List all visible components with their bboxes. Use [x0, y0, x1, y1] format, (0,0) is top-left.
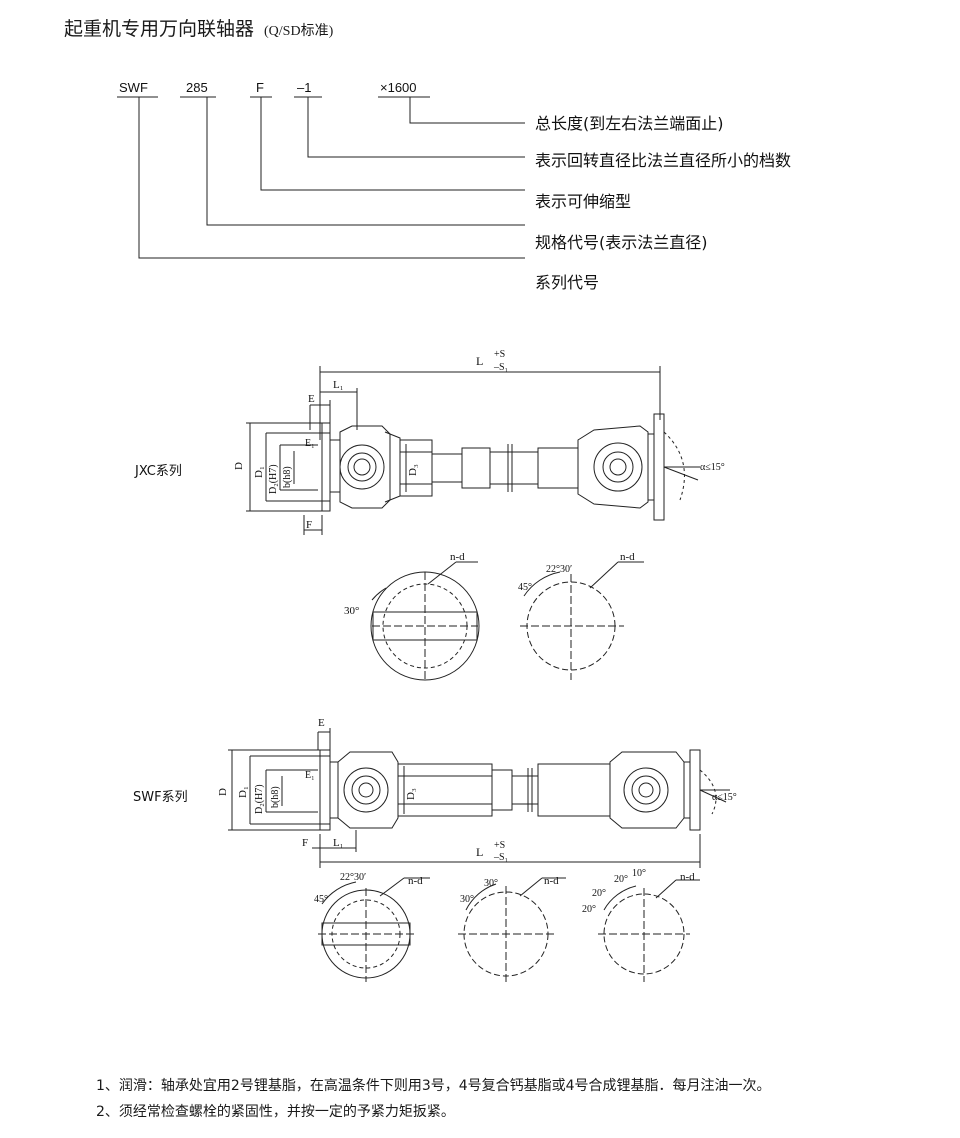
- swf-flange-b-angle1: 30°: [484, 878, 498, 889]
- jxc-flange-right-nd: n-d: [620, 551, 635, 563]
- legend-telescopic: 表示可伸缩型: [535, 192, 631, 211]
- legend-series-code: 系列代号: [535, 273, 599, 292]
- swf-dim-D2: D₂(H7): [254, 784, 265, 814]
- jxc-flange-right-angle1: 22°30′: [546, 564, 572, 575]
- jxc-flange-left-view: [370, 561, 480, 681]
- note-lubrication: 1、润滑：轴承处宜用2号锂基脂，在高温条件下则用3号，4号复合钙基脂或4号合成锂…: [96, 1078, 771, 1094]
- swf-dim-L: L: [476, 845, 483, 859]
- note-bolt-check: 2、须经常检查螺栓的紧固性，并按一定的予紧力矩扳紧。: [96, 1104, 455, 1120]
- swf-dim-D1: D₁: [237, 786, 249, 798]
- swf-flange-b-angle2: 30°: [460, 894, 474, 905]
- legend-rotation-step: 表示回转直径比法兰直径所小的档数: [535, 151, 791, 170]
- swf-flange-c-angle1: 20°: [614, 874, 628, 885]
- legend-size-code: 规格代号(表示法兰直径): [535, 233, 708, 252]
- jxc-dim-D3: D₃: [407, 464, 419, 476]
- jxc-flange-right-view: [520, 561, 644, 680]
- swf-dim-minusS1: –S₁: [493, 852, 508, 863]
- swf-dim-L1: L₁: [333, 837, 344, 849]
- notes: 1、润滑：轴承处宜用2号锂基脂，在高温条件下则用3号，4号复合钙基脂或4号合成锂…: [96, 1073, 771, 1125]
- swf-flange-c-angle4: 20°: [582, 904, 596, 915]
- swf-dim-E: E: [318, 717, 325, 729]
- legend-total-length: 总长度(到左右法兰端面止): [535, 114, 724, 133]
- jxc-dim-D2: D₂(H7): [268, 464, 279, 494]
- swf-flange-c-view: [598, 879, 700, 982]
- jxc-dim-F: F: [306, 519, 312, 531]
- jxc-dim-D1: D₁: [253, 466, 265, 478]
- swf-dim-D3: D₃: [405, 788, 417, 800]
- swf-series-label: SWF系列: [133, 790, 188, 805]
- swf-dim-plusS: +S: [494, 840, 505, 851]
- code-part-series: SWF: [119, 80, 148, 95]
- swf-flange-c-nd: n-d: [680, 871, 695, 883]
- swf-dim-F: F: [302, 837, 308, 849]
- jxc-dim-D: D: [233, 462, 245, 470]
- swf-dim-E1: E₁: [305, 770, 315, 781]
- model-code-diagram: [117, 96, 525, 259]
- jxc-dim-E1: E₁: [305, 438, 315, 449]
- swf-flange-b-view: [458, 877, 566, 984]
- swf-dim-D: D: [217, 788, 229, 796]
- code-part-step: –1: [297, 80, 311, 95]
- jxc-series-label: JXC系列: [134, 464, 182, 479]
- jxc-dim-plusS: +S: [494, 349, 505, 360]
- page-title: 起重机专用万向联轴器 (Q/SD标准): [64, 14, 333, 41]
- jxc-flange-left-angle: 30°: [344, 605, 359, 617]
- swf-flange-c-angle2: 10°: [632, 868, 646, 879]
- code-part-length: ×1600: [380, 80, 417, 95]
- title-standard: (Q/SD标准): [264, 24, 334, 39]
- swf-dim-b: b(h8): [270, 786, 281, 808]
- jxc-dim-E: E: [308, 393, 315, 405]
- swf-dim-angle: α≤15°: [712, 792, 737, 803]
- swf-flange-a-view: [318, 877, 430, 982]
- jxc-dim-b: b(h8): [282, 466, 293, 488]
- jxc-dim-L1: L₁: [333, 379, 344, 391]
- swf-flange-a-angle1: 22°30′: [340, 872, 366, 883]
- jxc-flange-right-angle2: 45°: [518, 582, 532, 593]
- title-text: 起重机专用万向联轴器: [64, 18, 255, 40]
- jxc-coupling-drawing: [246, 366, 700, 535]
- jxc-dim-minusS1: –S₁: [493, 362, 508, 373]
- swf-flange-a-nd: n-d: [408, 875, 423, 887]
- swf-flange-b-nd: n-d: [544, 875, 559, 887]
- code-part-size: 285: [186, 80, 208, 95]
- swf-flange-c-angle3: 20°: [592, 888, 606, 899]
- swf-flange-a-angle2: 45°: [314, 894, 328, 905]
- jxc-flange-left-nd: n-d: [450, 551, 465, 563]
- jxc-dim-angle: α≤15°: [700, 462, 725, 473]
- jxc-dim-L: L: [476, 354, 483, 368]
- swf-coupling-drawing: [228, 728, 730, 868]
- code-part-type: F: [256, 80, 264, 95]
